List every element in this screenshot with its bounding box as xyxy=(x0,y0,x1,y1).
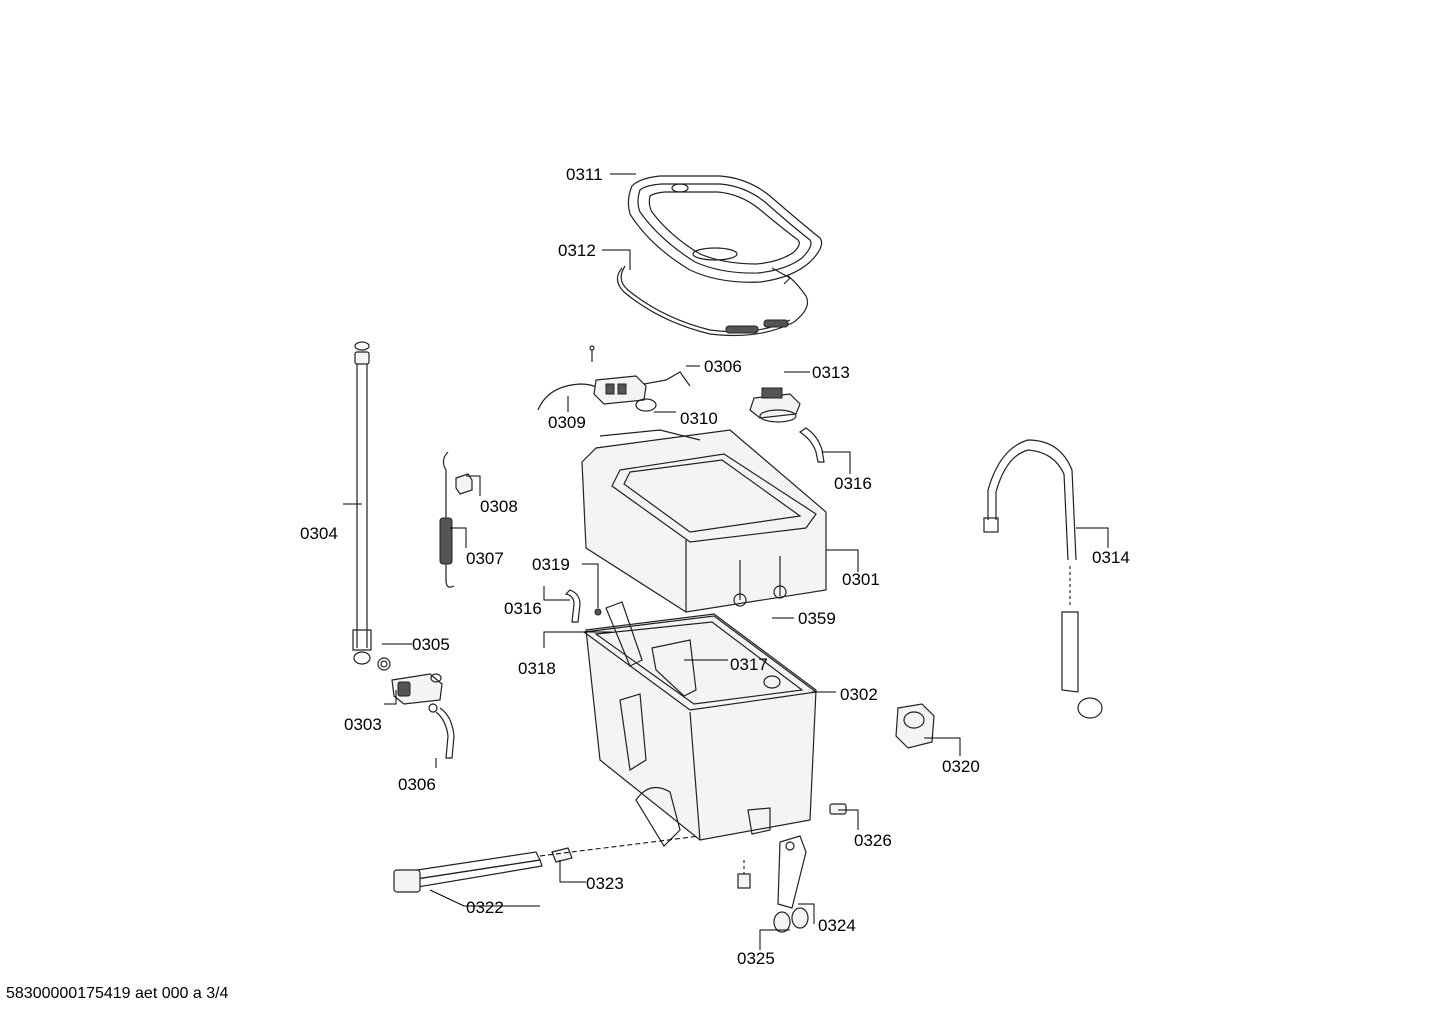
pressure-hose xyxy=(798,427,825,463)
label-0326: 0326 xyxy=(854,831,892,850)
label-0359: 0359 xyxy=(798,609,836,628)
label-0311: 0311 xyxy=(566,165,603,184)
plate xyxy=(737,873,751,889)
bracket-clip xyxy=(455,473,473,495)
heater-bracket xyxy=(551,847,573,863)
label-0318: 0318 xyxy=(518,659,556,678)
pressure-switch xyxy=(749,387,801,423)
label-0325: 0325 xyxy=(737,949,775,968)
label-0317: 0317 xyxy=(730,655,768,674)
label-0307: 0307 xyxy=(466,549,504,568)
label-0316-left: 0316 xyxy=(504,599,542,618)
bushes xyxy=(773,907,809,933)
valve xyxy=(391,673,443,713)
assembly-axis xyxy=(539,835,701,857)
shock-absorber xyxy=(777,835,807,909)
label-0314: 0314 xyxy=(1092,548,1130,567)
lower-tub xyxy=(582,601,818,847)
label-0310: 0310 xyxy=(680,409,718,428)
tie-rod xyxy=(352,341,372,665)
label-0316-right: 0316 xyxy=(834,474,872,493)
drain-hose xyxy=(983,439,1103,719)
label-0306-upper: 0306 xyxy=(704,357,742,376)
label-0303: 0303 xyxy=(344,715,382,734)
heater-element xyxy=(393,851,543,893)
screw xyxy=(594,608,602,616)
label-0301: 0301 xyxy=(842,570,880,589)
label-0313: 0313 xyxy=(812,363,850,382)
label-0324: 0324 xyxy=(818,916,856,935)
label-0323: 0323 xyxy=(586,874,624,893)
label-0319: 0319 xyxy=(532,555,570,574)
label-0308: 0308 xyxy=(480,497,518,516)
door-seal-ring xyxy=(627,175,823,285)
label-0306-lower: 0306 xyxy=(398,775,436,794)
clamp-wire xyxy=(616,265,809,337)
spring xyxy=(439,451,455,588)
small-hose xyxy=(435,707,455,759)
drain-pump xyxy=(895,703,935,749)
o-ring xyxy=(377,657,391,671)
label-0312: 0312 xyxy=(558,241,596,260)
upper-tub xyxy=(581,429,827,613)
label-0302: 0302 xyxy=(840,685,878,704)
fixing-screw xyxy=(829,803,847,815)
label-0304: 0304 xyxy=(300,524,338,543)
label-0305: 0305 xyxy=(412,635,450,654)
vent-hose xyxy=(564,589,581,623)
label-0322: 0322 xyxy=(466,898,504,917)
label-0309: 0309 xyxy=(548,413,586,432)
label-0320: 0320 xyxy=(942,757,980,776)
sensor-assembly xyxy=(537,345,691,412)
document-code: 58300000175419 aet 000 a 3/4 xyxy=(6,985,229,1002)
leader-lines xyxy=(343,173,1109,950)
